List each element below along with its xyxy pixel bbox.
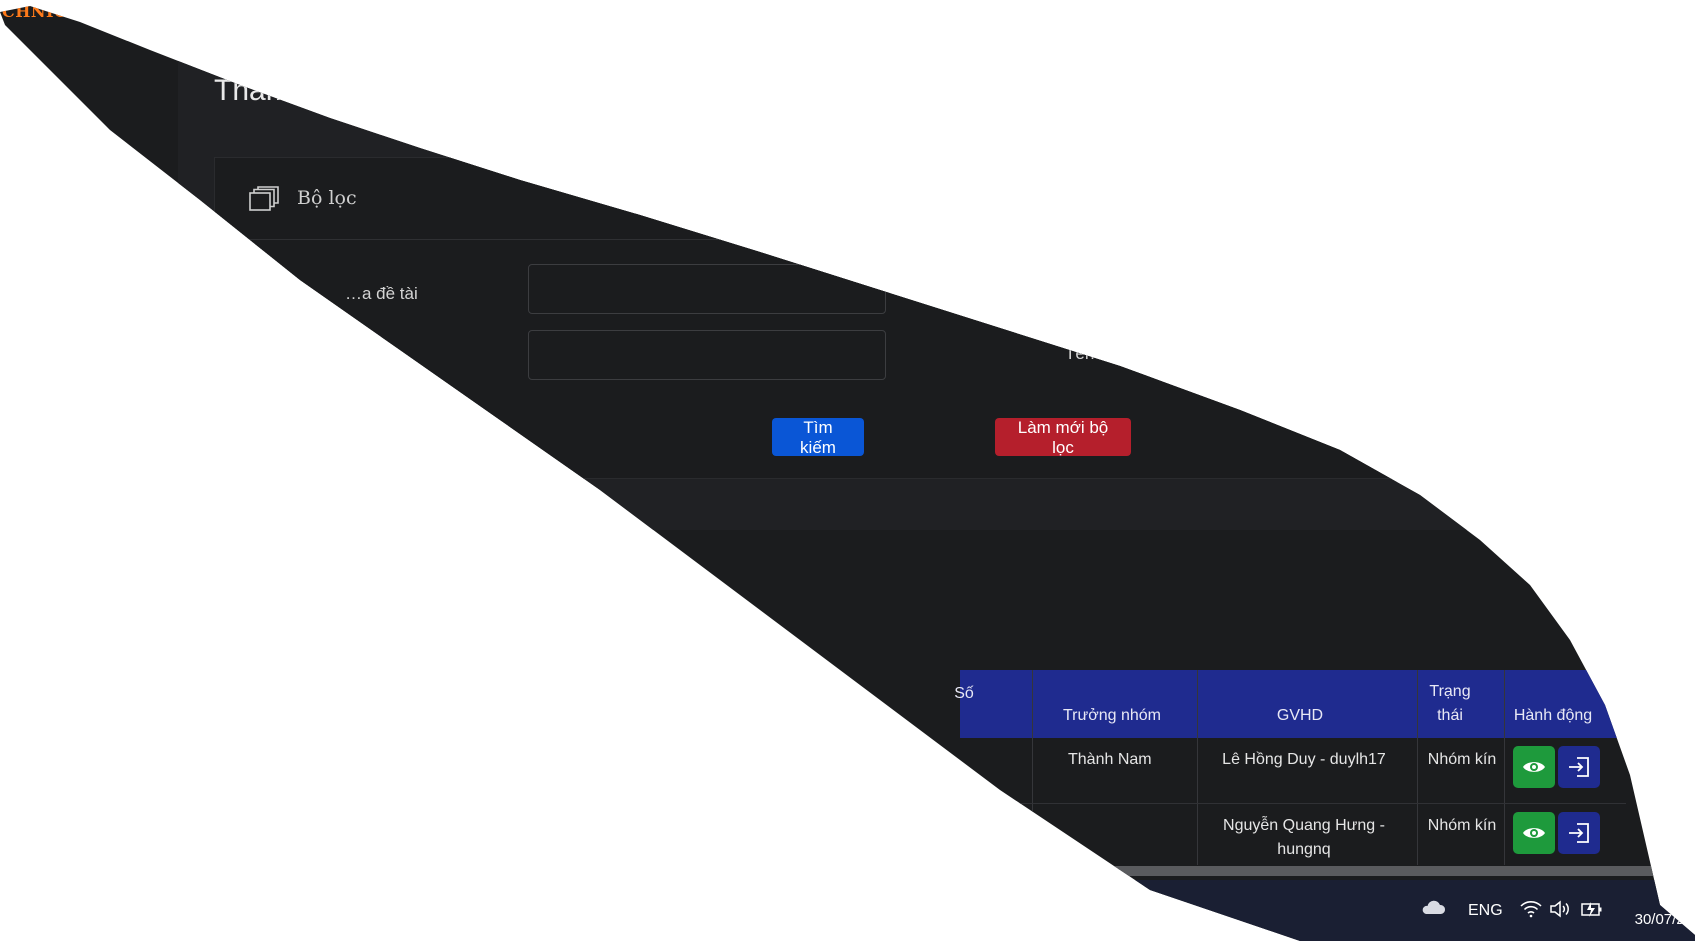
column-status: Trạng thái: [1429, 683, 1471, 724]
column-advisor: GVHD: [1276, 707, 1324, 724]
column-divider: [1417, 670, 1418, 865]
column-actions: Hành động: [1513, 707, 1593, 724]
groups-table: Số Trưởng nhóm GVHD Trạng thái Hành động…: [954, 670, 1695, 870]
table-row: Thành Nam Lê Hồng Duy - duylh17 Nhóm kín: [960, 738, 1626, 804]
table-header: Số Trưởng nhóm GVHD Trạng thái Hành động: [954, 670, 1617, 738]
join-button[interactable]: [1558, 746, 1600, 788]
row-status: Nhóm kín: [1427, 817, 1497, 834]
filter-header: Bộ lọc: [215, 158, 1663, 240]
view-button[interactable]: [1513, 812, 1555, 854]
row-advisor: Lê Hồng Duy - duylh17: [1222, 751, 1386, 768]
search-button[interactable]: Tìm kiếm: [772, 418, 864, 457]
wifi-icon[interactable]: [1520, 900, 1542, 918]
row-advisor: Nguyễn Quang Hưng - hungnq: [1223, 817, 1385, 858]
clock-date: 30/07/20: [1634, 911, 1693, 928]
brand-logo: CHNIC: [2, 2, 68, 21]
language-indicator[interactable]: ENG: [1468, 902, 1503, 919]
filter-title: Bộ lọc: [297, 187, 357, 209]
name-label: Tên: [1065, 344, 1095, 363]
join-icon: [1569, 757, 1589, 777]
eye-icon: [1523, 762, 1545, 772]
column-divider: [1504, 670, 1505, 865]
system-clock[interactable]: 10:2 30/07/20: [1635, 890, 1693, 930]
reset-filter-button[interactable]: Làm mới bộ lọc: [995, 418, 1131, 457]
column-divider: [1197, 670, 1198, 865]
taskbar: ENG 10:2 30/07/20: [0, 880, 1695, 941]
secondary-filter-input[interactable]: [528, 330, 886, 380]
column-divider: [1032, 670, 1033, 865]
topic-name-input[interactable]: [528, 264, 886, 314]
battery-charging-icon[interactable]: [1580, 899, 1604, 919]
join-button[interactable]: [1558, 812, 1600, 854]
filter-card: Bộ lọc …a đề tài Tên Tìm kiếm Làm mới bộ…: [214, 157, 1664, 479]
volume-icon[interactable]: [1549, 900, 1571, 918]
eye-icon: [1523, 828, 1545, 838]
filter-stack-icon: [249, 186, 279, 211]
cloud-icon[interactable]: [1420, 898, 1446, 916]
row-leader: Thành Nam: [1068, 751, 1152, 768]
join-icon: [1569, 823, 1589, 843]
page-title: Tham gi: [214, 74, 323, 107]
view-button[interactable]: [1513, 746, 1555, 788]
table-row: Nguyễn Quang Hưng - hungnq Nhóm kín: [960, 804, 1626, 870]
horizontal-scrollbar[interactable]: [1100, 866, 1660, 876]
row-status: Nhóm kín: [1427, 751, 1497, 768]
column-leader: Trưởng nhóm: [1063, 707, 1161, 724]
column-number: Số: [954, 685, 974, 702]
clock-time: 10:2: [1663, 891, 1693, 908]
topic-name-label: …a đề tài: [345, 284, 418, 303]
